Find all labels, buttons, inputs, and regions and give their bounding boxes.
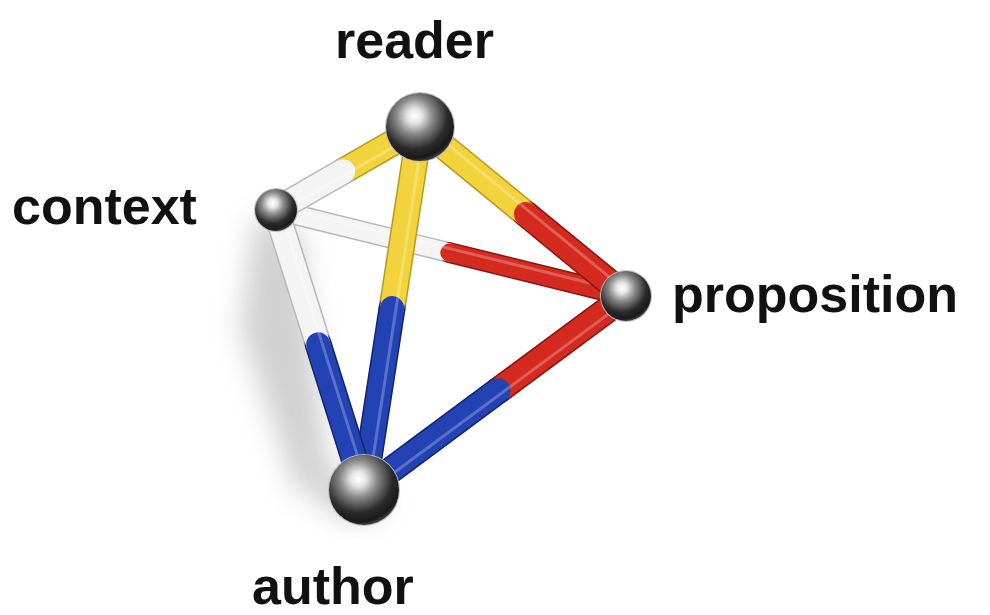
rod-half (498, 309, 609, 391)
rod-outline (291, 171, 343, 201)
rod-half (392, 156, 416, 309)
rod-half (369, 308, 393, 461)
magnet-ball: author (329, 455, 399, 525)
rod-highlight (285, 226, 359, 461)
rod-highlight (293, 145, 396, 205)
rod-highlight (372, 156, 419, 461)
rod-outline (318, 344, 355, 461)
rod-outline (281, 227, 318, 344)
rod-half (388, 390, 499, 472)
rod-half (281, 227, 318, 344)
rod-half (318, 344, 355, 461)
magnet-rod (442, 142, 612, 282)
rod-outline (498, 309, 609, 391)
vertex-label: proposition (672, 268, 958, 320)
rod-outline (392, 156, 416, 309)
magnet-ball: context (255, 189, 297, 231)
rod-outline (293, 214, 449, 252)
magnet-rod (281, 226, 359, 462)
rod-half (291, 171, 343, 201)
rod-outline (526, 214, 610, 283)
rod-outline (442, 145, 526, 214)
rod-half (293, 214, 449, 252)
rod-outline (388, 390, 499, 472)
rod-highlight (445, 142, 612, 279)
vertex-label: context (12, 180, 197, 232)
rod-half (442, 145, 526, 214)
magnet-rod (369, 156, 420, 462)
rod-outline (369, 308, 393, 461)
magnet-ball: proposition (601, 271, 651, 321)
vertex-label: author (252, 560, 414, 612)
magnet-ball: reader (386, 93, 454, 161)
rod-highlight (390, 312, 611, 476)
magnet-rod (291, 141, 396, 204)
vertex-label: reader (335, 14, 494, 66)
rod-half (526, 214, 610, 283)
magnet-rod (388, 309, 611, 476)
